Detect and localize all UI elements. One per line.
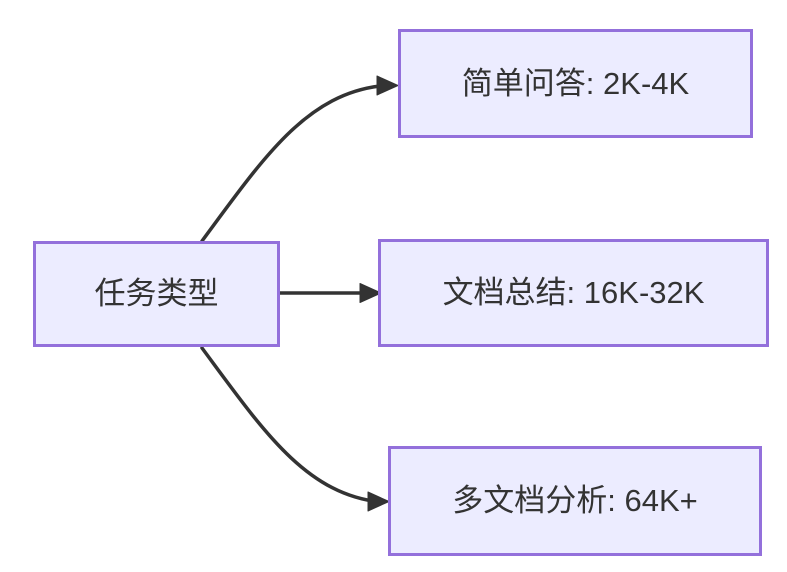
node-task-type-label: 任务类型: [94, 276, 219, 312]
arrowhead-multi-doc-analysis: [367, 491, 390, 512]
edge-task-type-to-multi-doc-analysis: [200, 346, 382, 504]
node-multi-doc-analysis-label: 多文档分析: 64K+: [452, 483, 698, 519]
node-doc-summary-label: 文档总结: 16K-32K: [442, 275, 705, 311]
node-doc-summary: 文档总结: 16K-32K: [378, 239, 769, 347]
node-task-type: 任务类型: [33, 241, 280, 347]
node-multi-doc-analysis: 多文档分析: 64K+: [388, 446, 762, 556]
node-simple-qa: 简单问答: 2K-4K: [398, 29, 753, 138]
node-simple-qa-label: 简单问答: 2K-4K: [461, 65, 690, 101]
arrowhead-doc-summary: [359, 283, 382, 303]
arrowhead-simple-qa: [376, 75, 399, 96]
edge-task-type-to-simple-qa: [200, 84, 382, 243]
